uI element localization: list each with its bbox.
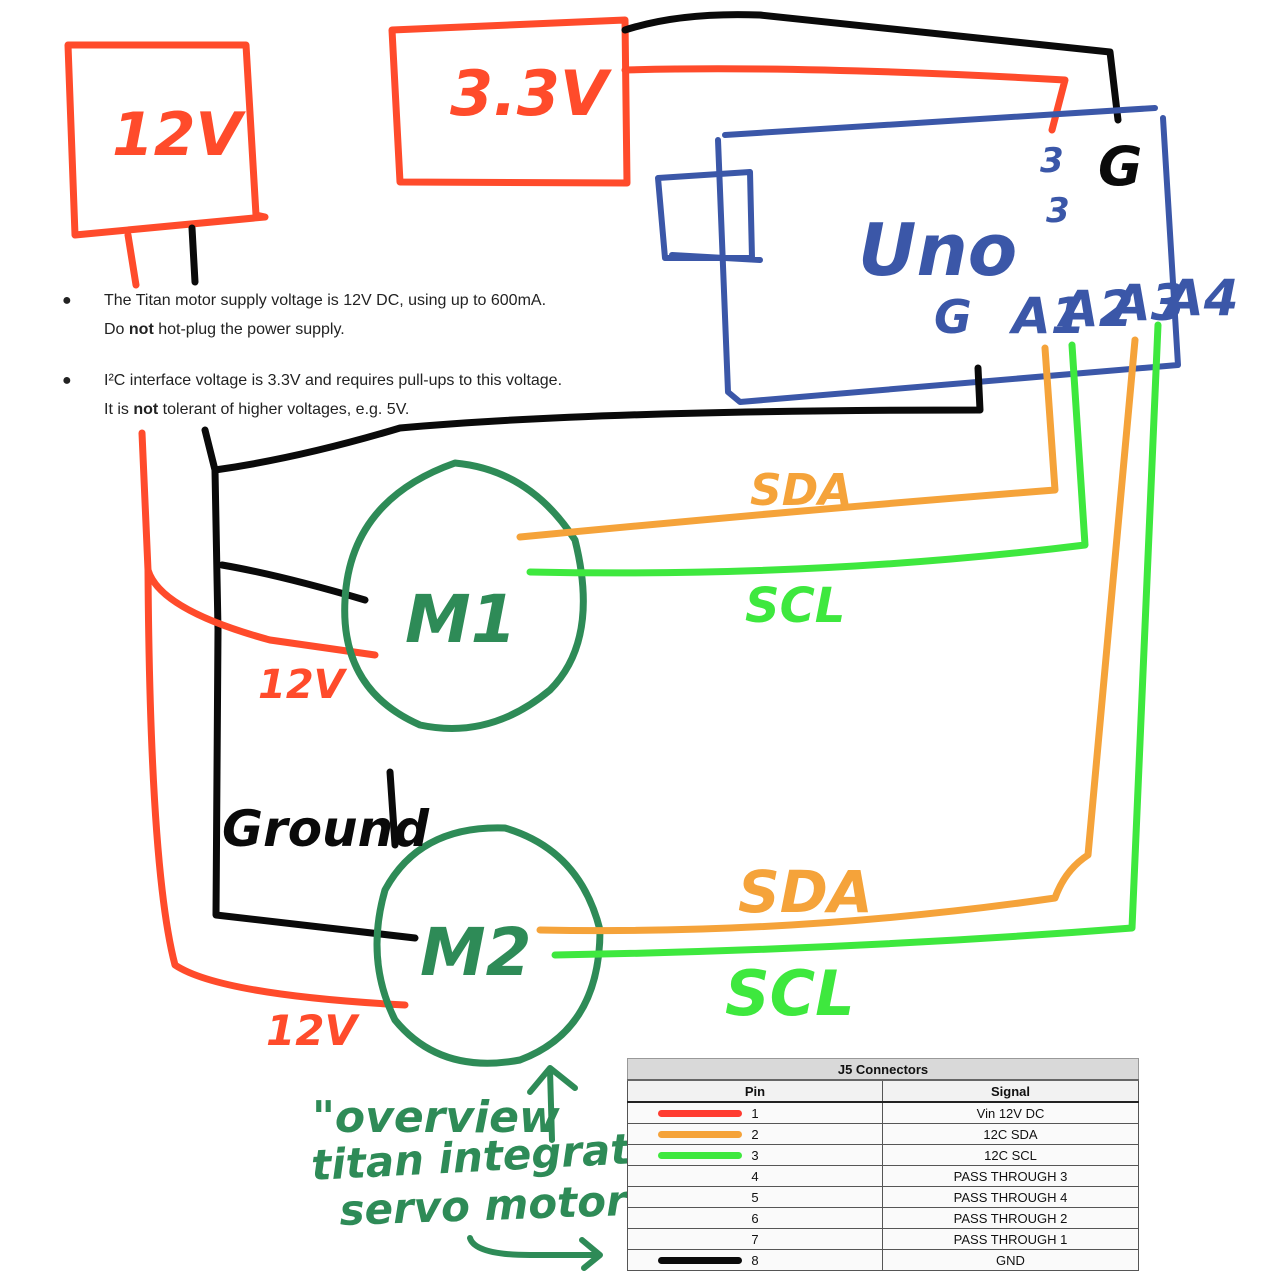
table-title: J5 Connectors (627, 1058, 1139, 1081)
m2-sda-label: SDA (738, 858, 873, 926)
uno-pin-a4: A4 (1161, 269, 1239, 327)
supply-12v-box (64, 41, 269, 239)
motor-m2-outline (373, 824, 604, 1067)
arrow-bottom (467, 1235, 603, 1271)
uno-connector (655, 169, 763, 263)
table-row: 7 PASS THROUGH 1 (627, 1228, 1139, 1250)
annotation-line-3: servo motors" (339, 1174, 675, 1235)
wire-ground-trunk (201, 426, 419, 942)
table-row: 8 GND (627, 1249, 1139, 1271)
pin-cell: 1 (627, 1101, 883, 1124)
wire-color-swatch (658, 1131, 742, 1138)
table-row: 4 PASS THROUGH 3 (627, 1165, 1139, 1187)
wire-color-swatch (658, 1152, 742, 1159)
supply-3v3-box (388, 16, 631, 187)
note-line: I²C interface voltage is 3.3V and requir… (104, 372, 563, 389)
uno-pin-3v3-b: 3 (1046, 191, 1070, 231)
pin-number: 6 (751, 1210, 759, 1226)
pin-cell: 4 (627, 1165, 883, 1187)
pin-number: 7 (751, 1231, 759, 1247)
uno-label: Uno (858, 208, 1017, 292)
signal-cell: 12C SCL (882, 1144, 1139, 1166)
supply-12v-label: 12V (112, 100, 246, 170)
motor-m1-outline (341, 459, 587, 732)
supply-3v3-label: 3.3V (450, 57, 613, 130)
pin-number: 4 (751, 1168, 759, 1184)
supply-12v-red-lead (124, 231, 140, 289)
ground-label: Ground (222, 800, 430, 858)
bullet-icon: ● (62, 372, 72, 389)
column-header-pin: Pin (627, 1079, 883, 1103)
note-line: It is not tolerant of higher voltages, e… (104, 401, 410, 418)
pin-cell: 3 (627, 1144, 883, 1166)
j5-connectors-table: J5 Connectors Pin Signal 1 Vin 12V DC 2 12C… (627, 1058, 1139, 1271)
pin-number: 5 (751, 1189, 759, 1205)
wire-m2-sda (536, 336, 1139, 935)
note-item: ● I²C interface voltage is 3.3V and requ… (60, 366, 680, 424)
signal-cell: Vin 12V DC (882, 1101, 1139, 1124)
m1-scl-label: SCL (745, 578, 845, 634)
annotation-line-1: "overview (312, 1092, 560, 1143)
pin-number: 2 (751, 1126, 759, 1142)
uno-pin-g-bottom: G (934, 290, 972, 344)
note-line: The Titan motor supply voltage is 12V DC… (104, 292, 547, 309)
column-header-signal: Signal (882, 1079, 1139, 1103)
ground-label-stroke (386, 768, 399, 849)
wire-color-swatch (658, 1110, 742, 1117)
table-row: 1 Vin 12V DC (627, 1101, 1139, 1124)
wire-m2-scl (551, 321, 1162, 959)
table-row: 3 12C SCL (627, 1144, 1139, 1166)
note-line: Do not hot-plug the power supply. (104, 321, 345, 338)
motor-m2-label: M2 (420, 914, 532, 991)
motor-m2-power-label: 12V (266, 1006, 360, 1055)
m1-sda-label: SDA (750, 465, 852, 516)
pin-cell: 2 (627, 1123, 883, 1145)
pin-cell: 8 (627, 1249, 883, 1271)
wire-3v3-to-uno (621, 65, 1069, 134)
motor-m1-power-label: 12V (258, 662, 348, 708)
signal-cell: PASS THROUGH 2 (882, 1207, 1139, 1229)
pin-cell: 5 (627, 1186, 883, 1208)
arrow-up-to-m2 (527, 1065, 578, 1143)
pin-number: 8 (751, 1252, 759, 1268)
pin-cell: 6 (627, 1207, 883, 1229)
note-item: ● The Titan motor supply voltage is 12V … (60, 286, 680, 344)
notes-section: ● The Titan motor supply voltage is 12V … (60, 286, 680, 446)
signal-cell: PASS THROUGH 3 (882, 1165, 1139, 1187)
table-row: 6 PASS THROUGH 2 (627, 1207, 1139, 1229)
m2-scl-label: SCL (725, 957, 855, 1030)
signal-cell: PASS THROUGH 4 (882, 1186, 1139, 1208)
pin-number: 1 (751, 1105, 759, 1121)
signal-cell: 12C SDA (882, 1123, 1139, 1145)
pin-cell: 7 (627, 1228, 883, 1250)
uno-board-outline (715, 105, 1181, 405)
signal-cell: GND (882, 1249, 1139, 1271)
wire-3v3-ground-to-uno (621, 11, 1122, 124)
wire-color-swatch (658, 1257, 742, 1264)
table-row: 2 12C SDA (627, 1123, 1139, 1145)
table-row: 5 PASS THROUGH 4 (627, 1186, 1139, 1208)
wire-ground-to-uno (211, 364, 984, 474)
supply-12v-black-lead (188, 224, 199, 286)
uno-pin-a2: A2 (1056, 280, 1134, 338)
uno-pin-a1: A1 (1008, 287, 1086, 345)
uno-pin-g-top: G (1098, 135, 1142, 198)
bullet-icon: ● (62, 292, 72, 309)
uno-pin-a3: A3 (1108, 274, 1186, 332)
wire-m1-scl (526, 341, 1089, 577)
wire-12v-to-m2 (144, 566, 409, 1009)
signal-cell: PASS THROUGH 1 (882, 1228, 1139, 1250)
uno-pin-3v3-a: 3 (1040, 141, 1064, 181)
motor-m1-label: M1 (405, 581, 517, 658)
wire-m1-sda (516, 344, 1059, 541)
pin-number: 3 (751, 1147, 759, 1163)
